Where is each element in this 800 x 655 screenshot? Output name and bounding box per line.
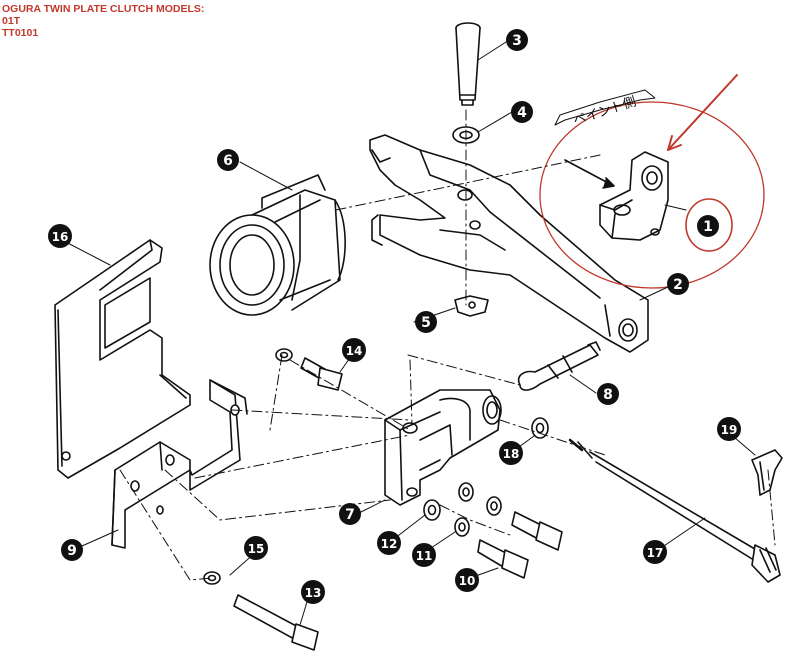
callout-17-label: 17 bbox=[647, 546, 664, 560]
callout-1-label: 1 bbox=[703, 219, 713, 235]
part-11-washer bbox=[454, 482, 502, 537]
part-19-hose-clip bbox=[751, 449, 783, 496]
part-16-bracket-plate bbox=[54, 239, 191, 479]
part-5-retaining-clip bbox=[454, 295, 489, 317]
part-13-long-bolt bbox=[233, 594, 319, 651]
diagram-header: OGURA TWIN PLATE CLUTCH MODELS: 01T TT01… bbox=[2, 3, 204, 39]
callout-19-label: 19 bbox=[721, 423, 738, 437]
callout-8-label: 8 bbox=[603, 387, 613, 403]
callout-16-label: 16 bbox=[52, 230, 69, 244]
callout-12: 12 bbox=[377, 531, 401, 555]
part-8-push-rod bbox=[517, 341, 601, 391]
part-15-washer bbox=[203, 571, 221, 585]
callout-5: 5 bbox=[415, 311, 437, 333]
part-7-slave-cylinder bbox=[384, 389, 502, 506]
callout-7-label: 7 bbox=[345, 507, 355, 523]
callout-3: 3 bbox=[506, 29, 528, 51]
japanese-paint-side-label: ペイント側 bbox=[572, 94, 638, 128]
callout-1: 1 bbox=[697, 215, 719, 237]
callout-13-label: 13 bbox=[305, 586, 322, 600]
leader-lines bbox=[61, 41, 756, 626]
part-2-release-fork bbox=[369, 134, 649, 353]
callout-10-label: 10 bbox=[459, 574, 476, 588]
assembly-lines bbox=[119, 109, 776, 581]
callout-13: 13 bbox=[301, 580, 325, 604]
callout-2: 2 bbox=[667, 273, 689, 295]
callout-5-label: 5 bbox=[421, 315, 431, 331]
callout-18-label: 18 bbox=[503, 447, 520, 461]
part-18-washer bbox=[531, 417, 549, 439]
callout-8: 8 bbox=[597, 383, 619, 405]
part-1-pivot-bracket bbox=[599, 151, 669, 241]
callout-14: 14 bbox=[342, 338, 366, 362]
callout-9: 9 bbox=[61, 539, 83, 561]
callout-19: 19 bbox=[717, 417, 741, 441]
part-12-washer bbox=[423, 499, 441, 521]
callout-11: 11 bbox=[412, 543, 436, 567]
callout-10: 10 bbox=[455, 568, 479, 592]
header-model-1: 01T bbox=[2, 15, 21, 27]
part-6-release-bearing bbox=[209, 174, 346, 316]
callout-17: 17 bbox=[643, 540, 667, 564]
callout-9-label: 9 bbox=[67, 543, 77, 559]
callout-15: 15 bbox=[244, 536, 268, 560]
header-title: OGURA TWIN PLATE CLUTCH MODELS: bbox=[2, 3, 205, 15]
callout-2-label: 2 bbox=[673, 277, 683, 293]
callout-11-label: 11 bbox=[416, 549, 433, 563]
callout-6: 6 bbox=[217, 149, 239, 171]
part-14-bolt bbox=[275, 348, 343, 391]
part-10-bolt bbox=[477, 511, 563, 579]
callout-12-label: 12 bbox=[381, 537, 398, 551]
callout-4-label: 4 bbox=[517, 105, 527, 121]
part-3-pivot-pin bbox=[455, 22, 481, 106]
callout-3-label: 3 bbox=[512, 33, 522, 49]
part-17-hydraulic-hose bbox=[568, 438, 781, 583]
callout-4: 4 bbox=[511, 101, 533, 123]
callout-14-label: 14 bbox=[346, 344, 363, 358]
callout-7: 7 bbox=[339, 503, 361, 525]
callout-18: 18 bbox=[499, 441, 523, 465]
callout-15-label: 15 bbox=[248, 542, 265, 556]
callout-16: 16 bbox=[48, 224, 72, 248]
header-model-2: TT0101 bbox=[2, 27, 39, 39]
callout-6-label: 6 bbox=[223, 153, 233, 169]
